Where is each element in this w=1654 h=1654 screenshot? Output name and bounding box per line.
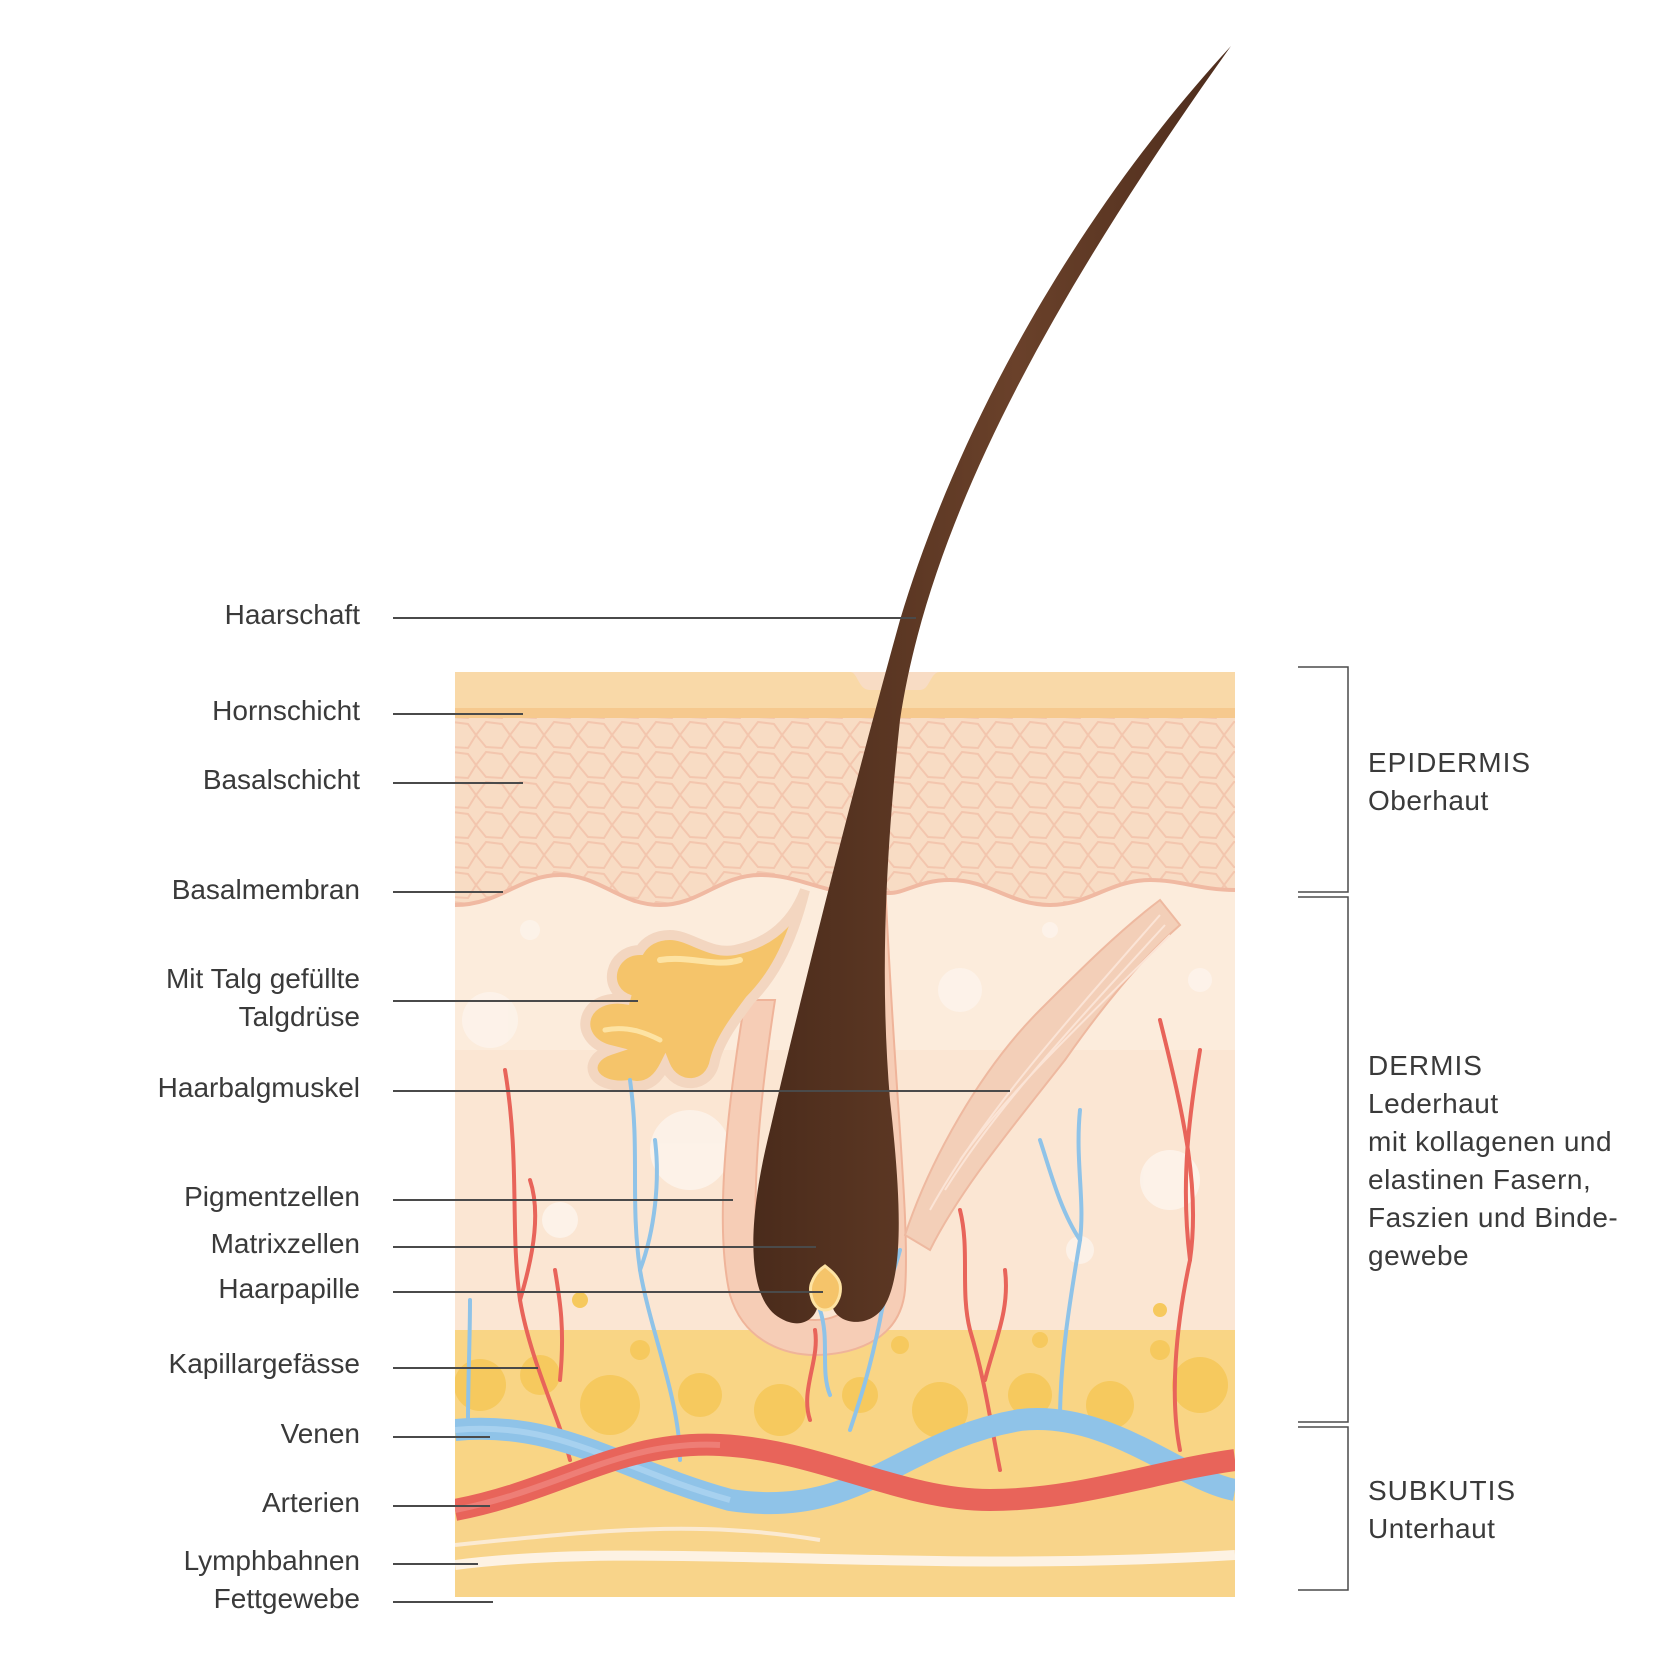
layer-dermis-line-1: Lederhaut (1368, 1088, 1499, 1119)
label-matrixzellen: Matrixzellen (210, 1228, 360, 1259)
layer-epidermis-sub: Oberhaut (1368, 785, 1489, 816)
label-haarbalgmuskel: Haarbalgmuskel (157, 1072, 360, 1103)
leader-fettgewebe (393, 1601, 493, 1603)
hair-shaft (753, 46, 1231, 1324)
leader-talgdruese (393, 1000, 638, 1002)
label-talgdruese-line2: Talgdrüse (238, 1001, 360, 1032)
leader-arterien (393, 1505, 490, 1507)
label-haarpapille: Haarpapille (218, 1273, 360, 1304)
layer-dermis-line-4: Faszien und Binde- (1368, 1202, 1619, 1233)
arrector-pili-muscle (903, 898, 1182, 1252)
leader-haarbalgmuskel (393, 1090, 1010, 1092)
label-arterien: Arterien (261, 1487, 360, 1518)
label-pigmentzellen: Pigmentzellen (184, 1181, 360, 1212)
horn-layer (455, 672, 1235, 718)
layer-epidermis-title: EPIDERMIS (1368, 747, 1532, 778)
label-fettgewebe: Fettgewebe (213, 1583, 360, 1614)
label-basalmembran: Basalmembran (171, 874, 360, 905)
layer-brackets (1298, 666, 1349, 1591)
label-talgdruese-line1: Mit Talg gefüllte (165, 963, 360, 994)
leader-basalschicht (393, 782, 523, 784)
leader-basalmembran (393, 891, 503, 893)
capillaries (503, 1018, 1202, 1472)
leader-hornschicht (393, 713, 523, 715)
lymph-vessel (455, 1550, 1235, 1570)
layer-subkutis: SUBKUTIS Unterhaut (1368, 1472, 1516, 1548)
leader-pigmentzellen (393, 1199, 733, 1201)
layer-subkutis-sub: Unterhaut (1368, 1513, 1496, 1544)
leader-lymphbahnen (393, 1563, 478, 1565)
label-hornschicht: Hornschicht (212, 695, 360, 726)
layer-epidermis: EPIDERMIS Oberhaut (1368, 744, 1531, 820)
layer-subkutis-title: SUBKUTIS (1368, 1475, 1517, 1506)
leader-haarschaft (393, 617, 916, 619)
layer-dermis-line-5: gewebe (1368, 1240, 1470, 1271)
layer-dermis-title: DERMIS (1368, 1050, 1483, 1081)
leader-venen (393, 1436, 490, 1438)
layer-dermis: DERMIS Lederhaut mit kollagenen und elas… (1368, 1047, 1618, 1275)
label-basalschicht: Basalschicht (202, 764, 360, 795)
leader-matrixzellen (393, 1246, 816, 1248)
leader-kapillargefaesse (393, 1367, 538, 1369)
sebaceous-gland (580, 888, 810, 1091)
label-venen: Venen (280, 1418, 360, 1449)
label-lymphbahnen: Lymphbahnen (183, 1545, 360, 1576)
label-kapillargefaesse: Kapillargefässe (168, 1348, 360, 1379)
layer-dermis-line-2: mit kollagenen und (1368, 1126, 1613, 1157)
label-haarschaft: Haarschaft (224, 599, 360, 630)
layer-dermis-line-3: elastinen Fasern, (1368, 1164, 1592, 1195)
leader-haarpapille (393, 1291, 823, 1293)
